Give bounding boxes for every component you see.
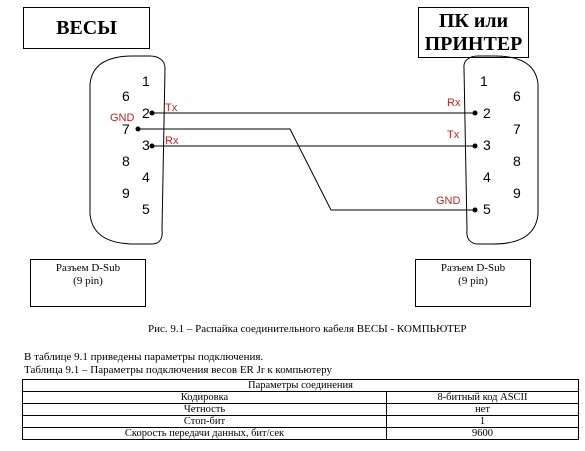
right-pin-label: 5 [483, 201, 491, 217]
right-pin-3-dot [472, 143, 478, 149]
table-cell-value: 9600 [386, 427, 579, 440]
right-pin-label: 1 [480, 73, 488, 89]
table-caption: Таблица 9.1 – Параметры подключения весо… [24, 364, 332, 376]
table-row: Кодировка 8-битный код ASCII [22, 391, 579, 404]
right-connector-caption-line-1: Разъем D-Sub [440, 262, 506, 274]
right-connector-caption: Разъем D-Sub (9 pin) [415, 259, 531, 307]
right-pin-5-dot [472, 207, 478, 213]
wire-gnd-to-gnd [138, 128, 475, 211]
left-pin-label: 7 [122, 121, 130, 137]
left-rx-label: Rx [165, 135, 179, 147]
left-connector-shell [89, 55, 166, 245]
left-pin-label: 6 [122, 88, 130, 104]
right-pin-2-dot [472, 110, 478, 116]
table-cell-param: Стоп-бит [22, 415, 387, 428]
left-pin-7-dot [135, 126, 141, 132]
left-device-title-text: ВЕСЫ [56, 16, 117, 39]
figure-caption: Рис. 9.1 – Распайка соединительного кабе… [148, 323, 467, 335]
right-device-title: ПК или ПРИНТЕР [418, 7, 529, 58]
right-pin-label: 9 [513, 185, 521, 201]
right-connector-caption-line-2: (9 pin) [458, 275, 488, 287]
left-connector-caption: Разъем D-Sub (9 pin) [30, 259, 146, 307]
left-tx-label: Tx [165, 102, 178, 114]
right-tx-label: Tx [447, 129, 460, 141]
right-pin-label: 4 [483, 169, 491, 185]
table-cell-param: Кодировка [22, 391, 387, 404]
table-cell-value: 1 [386, 415, 579, 428]
table-cell-value: 8-битный код ASCII [386, 391, 579, 404]
right-pin-label: 6 [513, 88, 521, 104]
left-pin-label: 4 [142, 169, 150, 185]
left-pin-label: 2 [142, 105, 150, 121]
left-pin-label: 5 [142, 201, 150, 217]
table-cell-value: нет [386, 403, 579, 416]
intro-text: В таблице 9.1 приведены параметры подклю… [24, 351, 264, 363]
right-pin-label: 2 [483, 105, 491, 121]
left-pin-2-dot [149, 110, 155, 116]
left-pin-label: 9 [122, 185, 130, 201]
table-cell-param: Четность [22, 403, 387, 416]
left-gnd-label: GND [110, 112, 135, 124]
left-pin-3-dot [149, 143, 155, 149]
right-pin-label: 3 [483, 137, 491, 153]
table-cell-param: Скорость передачи данных, бит/сек [22, 427, 387, 440]
left-device-title: ВЕСЫ [23, 7, 150, 49]
table-row: Скорость передачи данных, бит/сек 9600 [22, 427, 579, 440]
connection-parameters-table: Параметры соединения Кодировка 8-битный … [22, 379, 579, 440]
right-device-title-line-2: ПРИНТЕР [424, 32, 523, 55]
right-gnd-label: GND [436, 195, 461, 207]
left-pin-label: 8 [122, 153, 130, 169]
left-connector-caption-line-2: (9 pin) [73, 275, 103, 287]
right-pin-label: 7 [513, 121, 521, 137]
right-rx-label: Rx [447, 97, 461, 109]
table-row: Четность нет [22, 403, 579, 416]
table-header: Параметры соединения [22, 379, 579, 392]
left-pin-label: 3 [142, 137, 150, 153]
right-connector-shell [463, 55, 539, 245]
left-connector-caption-line-1: Разъем D-Sub [55, 262, 121, 274]
table-header-row: Параметры соединения [22, 379, 579, 392]
left-pin-label: 1 [142, 73, 150, 89]
right-pin-label: 8 [513, 153, 521, 169]
right-device-title-line-1: ПК или [438, 9, 509, 32]
table-row: Стоп-бит 1 [22, 415, 579, 428]
